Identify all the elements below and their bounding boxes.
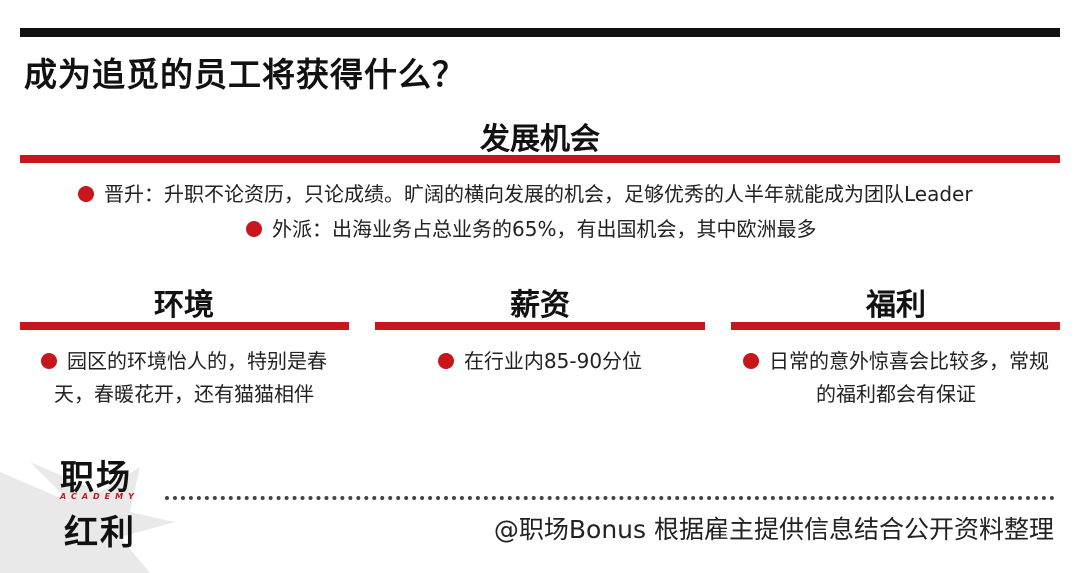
environment-line: 园区的环境怡人的，特别是春 [19, 345, 349, 378]
benefits-divider [731, 322, 1060, 330]
logo-subtitle: ACADEMY [60, 492, 139, 501]
environment-divider [20, 322, 349, 330]
bullet-overseas-text: 外派：出海业务占总业务的65%，有出国机会，其中欧洲最多 [272, 217, 817, 241]
bullet-dot-icon [246, 221, 262, 237]
salary-text: 在行业内85-90分位 [375, 345, 705, 378]
benefits-heading: 福利 [866, 288, 926, 323]
environment-line: 天，春暖花开，还有猫猫相伴 [54, 382, 314, 406]
development-divider [20, 155, 1060, 163]
bullet-overseas: 外派：出海业务占总业务的65%，有出国机会，其中欧洲最多 [246, 216, 816, 242]
source-credit: @职场Bonus 根据雇主提供信息结合公开资料整理 [493, 515, 1054, 544]
bullet-promotion-text: 晋升：升职不论资历，只论成绩。旷阔的横向发展的机会，足够优秀的人半年就能成为团队… [104, 182, 973, 206]
logo-line-1: 职场 [60, 458, 132, 498]
logo-burst-icon [0, 462, 175, 573]
salary-line: 在行业内85-90分位 [375, 345, 705, 378]
bullet-dot-icon [743, 353, 759, 369]
footer-dotted-divider [165, 496, 1055, 500]
top-bar [20, 28, 1060, 37]
salary-divider [375, 322, 705, 330]
benefits-line: 的福利都会有保证 [816, 382, 976, 406]
salary-heading: 薪资 [510, 288, 570, 323]
benefits-text: 日常的意外惊喜会比较多，常规 的福利都会有保证 [731, 345, 1061, 411]
environment-text: 园区的环境怡人的，特别是春 天，春暖花开，还有猫猫相伴 [19, 345, 349, 411]
page-title: 成为追觅的员工将获得什么？ [24, 55, 466, 94]
development-heading: 发展机会 [480, 122, 600, 157]
benefits-line: 日常的意外惊喜会比较多，常规 [731, 345, 1061, 378]
bullet-dot-icon [437, 353, 454, 369]
bullet-dot-icon [41, 353, 57, 369]
bullet-dot-icon [78, 186, 94, 202]
logo-line-2: 红利 [64, 513, 136, 553]
environment-heading: 环境 [154, 288, 214, 323]
bullet-promotion: 晋升：升职不论资历，只论成绩。旷阔的横向发展的机会，足够优秀的人半年就能成为团队… [78, 181, 973, 207]
